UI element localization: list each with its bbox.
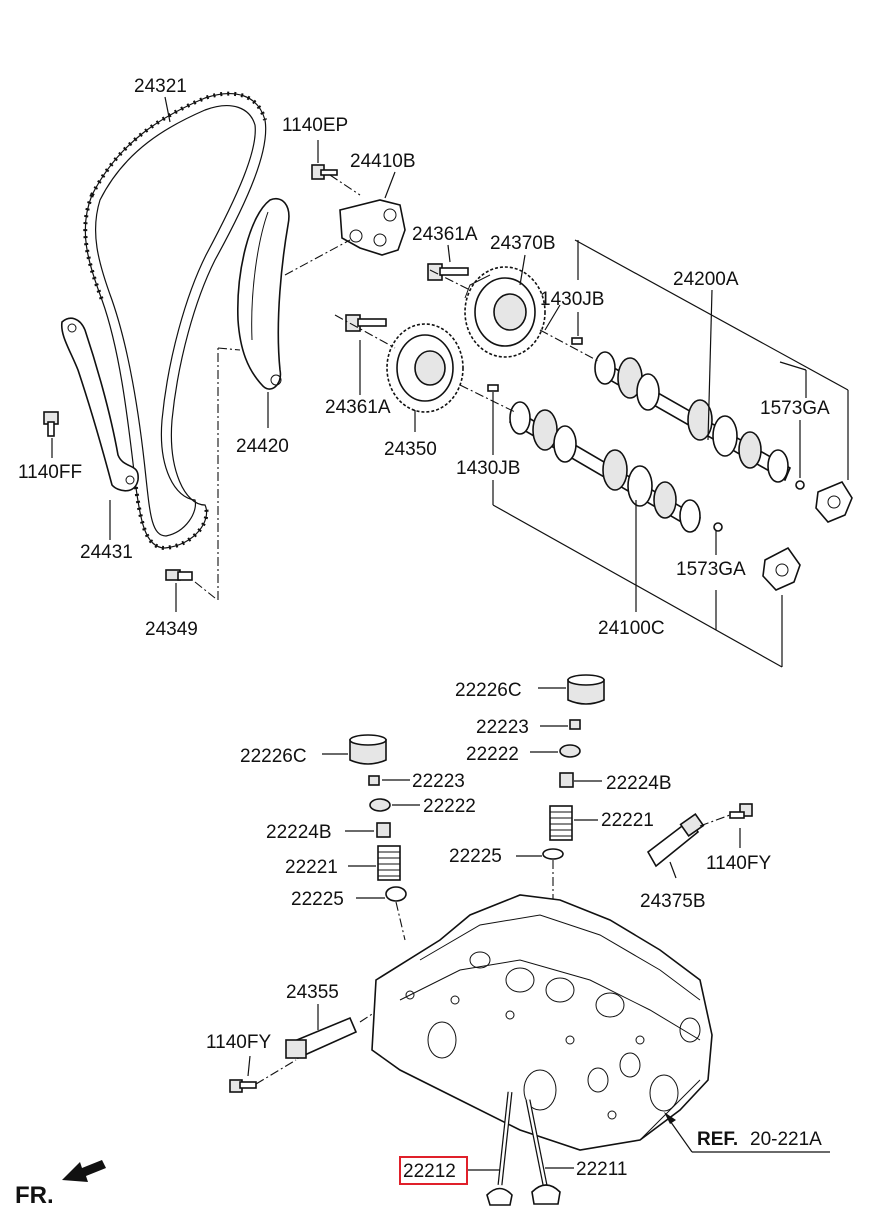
label-1140FF: 1140FF [18, 462, 82, 483]
spring-22221-top [549, 805, 573, 841]
camshaft-24100C [508, 401, 702, 533]
label-front: FR. [15, 1182, 54, 1209]
camshaft-24200A [594, 351, 792, 483]
tensioner-arm-24420 [237, 198, 290, 390]
front-arrow-icon [62, 1160, 106, 1182]
label-24100C: 24100C [598, 618, 665, 639]
label-22212: 22212 [403, 1161, 456, 1182]
label-24370B: 24370B [490, 233, 556, 254]
label-22222-left: 22222 [423, 796, 476, 817]
sprocket-24350 [386, 323, 464, 413]
seal-22224B-left [376, 822, 391, 838]
label-22221-top: 22221 [601, 810, 654, 831]
label-24431: 24431 [80, 542, 133, 563]
label-22226C-top: 22226C [455, 680, 522, 701]
lifter-22226C-top [567, 674, 605, 705]
highlight-box-22212 [399, 1156, 468, 1185]
label-1573GA-top: 1573GA [760, 398, 830, 419]
label-1430JB-top: 1430JB [540, 289, 604, 310]
pin-1430JB-bottom [487, 384, 499, 392]
valve-24355 [285, 1004, 358, 1060]
cylinder-head [371, 894, 713, 1151]
label-24410B: 24410B [350, 151, 416, 172]
retainer-22222-left [369, 798, 391, 812]
target-wheel-top [815, 481, 853, 523]
label-ref-value: 20-221A [750, 1129, 822, 1150]
label-24349: 24349 [145, 619, 198, 640]
label-22222-top: 22222 [466, 744, 519, 765]
label-22223-top: 22223 [476, 717, 529, 738]
retainer-22222-top [559, 744, 581, 758]
bolt-24361A-bottom [345, 314, 387, 332]
label-24361A-top: 24361A [412, 224, 478, 245]
valve-22212 [486, 1091, 513, 1206]
keeper-22223-left [368, 775, 380, 786]
label-24200A: 24200A [673, 269, 739, 290]
label-22224B-top: 22224B [606, 773, 672, 794]
label-22225-right: 22225 [449, 846, 502, 867]
label-1573GA-bottom: 1573GA [676, 559, 746, 580]
leader-lines-top [51, 96, 849, 668]
lifter-22226C-left [349, 734, 387, 765]
plug-24349 [165, 569, 193, 581]
keeper-22223-top [569, 719, 581, 730]
ref-pointer [664, 1112, 830, 1153]
ring-1573GA-bottom [713, 522, 723, 532]
label-24321: 24321 [134, 76, 187, 97]
label-22223-left: 22223 [412, 771, 465, 792]
tensioner-24410B [339, 199, 406, 256]
pin-1430JB-top [571, 337, 583, 345]
washer-22225-left [385, 886, 407, 902]
label-22211: 22211 [576, 1159, 627, 1180]
bolt-1140EP [311, 164, 338, 180]
sprocket-24370B [464, 266, 546, 358]
label-ref-prefix: REF. [697, 1129, 738, 1150]
label-22226C-left: 22226C [240, 746, 307, 767]
valve-24375B [646, 812, 705, 879]
label-22225-left: 22225 [291, 889, 344, 910]
label-22224B-left: 22224B [266, 822, 332, 843]
label-1430JB-bottom: 1430JB [456, 458, 520, 479]
bolt-1140FY-left [229, 1079, 257, 1093]
label-24420: 24420 [236, 436, 289, 457]
label-1140EP: 1140EP [282, 115, 348, 136]
timing-chain [83, 91, 267, 551]
label-1140FY-left: 1140FY [206, 1032, 271, 1053]
leader-lines-valve [322, 687, 602, 941]
seal-22224B-top [559, 772, 574, 788]
label-24375B: 24375B [640, 891, 706, 912]
bolt-1140FF [43, 411, 59, 437]
labels: 24321 1140EP 24410B 24361A 24370B 24200A… [15, 76, 830, 1209]
label-24355: 24355 [286, 982, 339, 1003]
label-24361A-bottom: 24361A [325, 397, 391, 418]
label-1140FY-right: 1140FY [706, 853, 771, 874]
spring-22221-left [377, 845, 401, 881]
washer-22225-top [542, 848, 564, 860]
valve-22211 [525, 1099, 561, 1205]
chain-guide-24431 [60, 317, 139, 492]
bolt-1140FY-right [729, 803, 753, 848]
target-wheel-bottom [762, 546, 801, 591]
label-22221-left: 22221 [285, 857, 338, 878]
label-24350: 24350 [384, 439, 437, 460]
ring-1573GA-top [795, 480, 805, 490]
